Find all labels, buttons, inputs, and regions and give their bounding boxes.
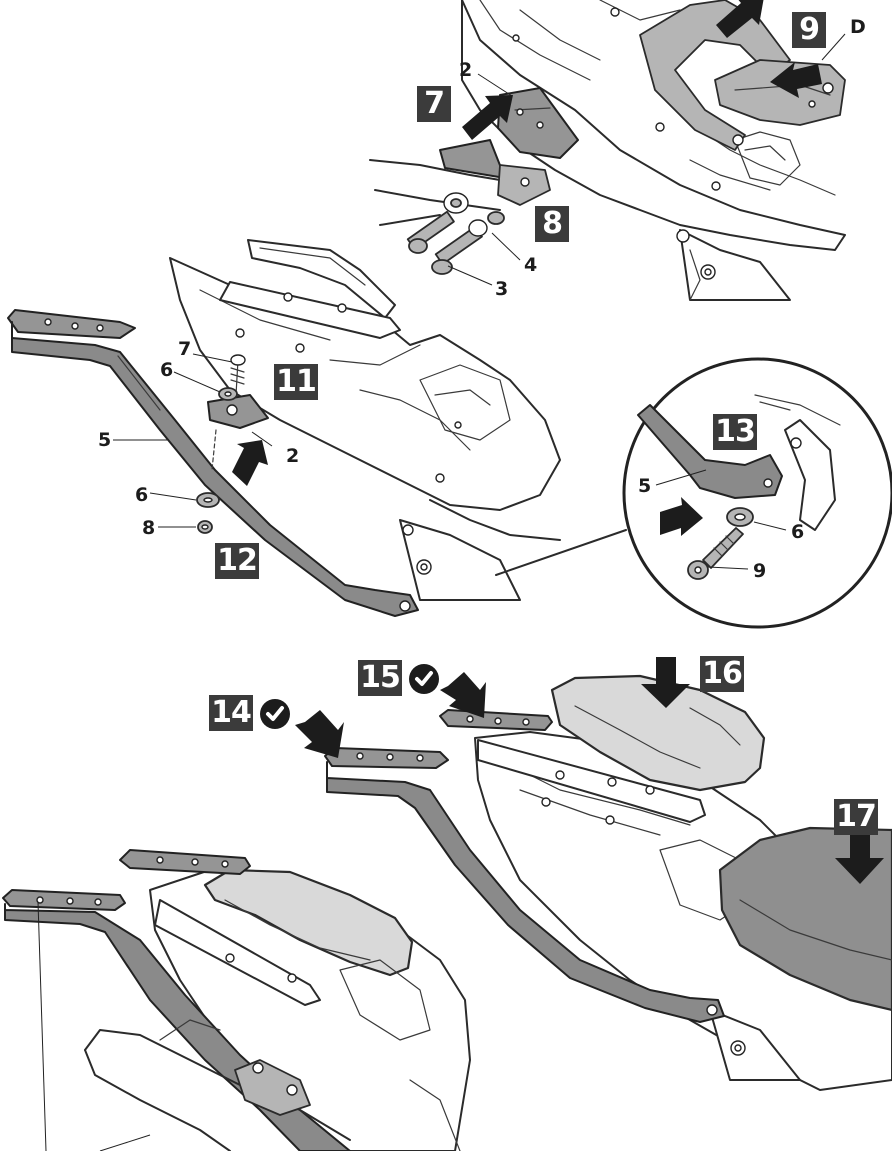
lower-left-assembly: [2, 849, 471, 1151]
step-12-label: 12: [215, 543, 259, 579]
part-label-2-mid: 2: [286, 445, 300, 467]
step-8-label: 8: [535, 206, 569, 242]
push-arrow-icon: [232, 440, 268, 486]
part-label-6-lower: 6: [135, 484, 149, 506]
step-17-label: 17: [834, 799, 878, 835]
push-arrow-icon: [660, 497, 703, 536]
part-label-2-top: 2: [459, 59, 473, 81]
step-14-label: 14: [209, 695, 253, 731]
middle-tail-section: [7, 239, 561, 617]
checkmark-icon: [409, 664, 439, 694]
checkmark-icon: [260, 699, 290, 729]
push-arrow-icon: [462, 95, 513, 140]
lower-right-assembly: [324, 674, 892, 1091]
step-7-label: 7: [417, 86, 451, 122]
screw-set-mid: [196, 354, 246, 534]
step-11-label: 11: [274, 364, 318, 400]
detail-circle-13: [495, 357, 892, 629]
step-15-label: 15: [358, 660, 402, 696]
push-arrow-icon: [440, 672, 486, 718]
push-arrow-icon: [835, 832, 884, 884]
step-9-label: 9: [792, 12, 826, 48]
part-label-6-upper: 6: [160, 359, 174, 381]
bolt-set-top: [406, 192, 505, 275]
part-label-D: D: [850, 16, 866, 38]
part-label-8: 8: [142, 517, 156, 539]
step-13-label: 13: [713, 414, 757, 450]
push-arrow-icon: [716, 0, 764, 38]
part-label-9-detail: 9: [753, 560, 767, 582]
part-label-3: 3: [495, 278, 509, 300]
step-16-label: 16: [700, 656, 744, 692]
push-arrow-icon: [641, 657, 690, 708]
top-tail-section: [369, 0, 846, 301]
part-label-5-left: 5: [98, 429, 112, 451]
part-label-5-detail: 5: [638, 475, 652, 497]
part-label-6-detail: 6: [791, 521, 805, 543]
part-label-7: 7: [178, 338, 192, 360]
part-label-4: 4: [524, 254, 538, 276]
push-arrow-icon: [295, 710, 344, 758]
push-arrow-icon: [770, 62, 822, 98]
